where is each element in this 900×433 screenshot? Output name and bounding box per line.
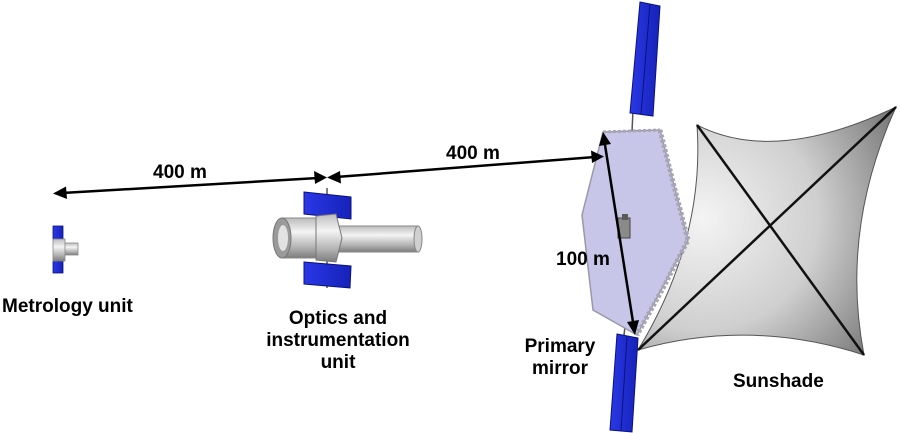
distance-label-metrology-optics: 400 m <box>153 162 207 183</box>
mirror-label-line-1: Primary <box>524 336 596 357</box>
distance-label-mirror-diameter: 100 m <box>556 249 610 270</box>
distance-arrow-mirror-diameter <box>599 132 639 335</box>
metrology-unit <box>52 225 79 274</box>
optics-solar-panel-top <box>303 191 352 220</box>
mirror-solar-panel-top <box>629 1 661 133</box>
optics-label-line-3: unit <box>320 352 356 373</box>
sunshade <box>636 105 898 356</box>
optics-label-line-2: instrumentation <box>266 330 410 351</box>
distance-label-optics-mirror: 400 m <box>446 143 500 164</box>
mirror-center-hub <box>617 214 631 239</box>
optics-instrumentation-unit-label: Optics and instrumentation unit <box>248 308 428 374</box>
metrology-solar-panel-bottom <box>52 260 64 274</box>
metrology-unit-label: Metrology unit <box>2 296 133 317</box>
metrology-solar-panel-top <box>52 225 64 240</box>
optics-label-line-1: Optics and <box>288 308 388 329</box>
distance-arrow-optics-mirror <box>327 150 604 184</box>
primary-mirror <box>581 128 691 337</box>
optics-solar-panel-bottom <box>303 261 352 289</box>
primary-mirror-label: Primary mirror <box>512 336 608 380</box>
optics-instrumentation-unit <box>272 188 423 289</box>
distance-arrow-metrology-optics <box>53 171 327 199</box>
mirror-solar-panel-bottom <box>609 317 639 433</box>
mirror-label-line-2: mirror <box>532 358 588 379</box>
sunshade-label: Sunshade <box>733 371 824 392</box>
